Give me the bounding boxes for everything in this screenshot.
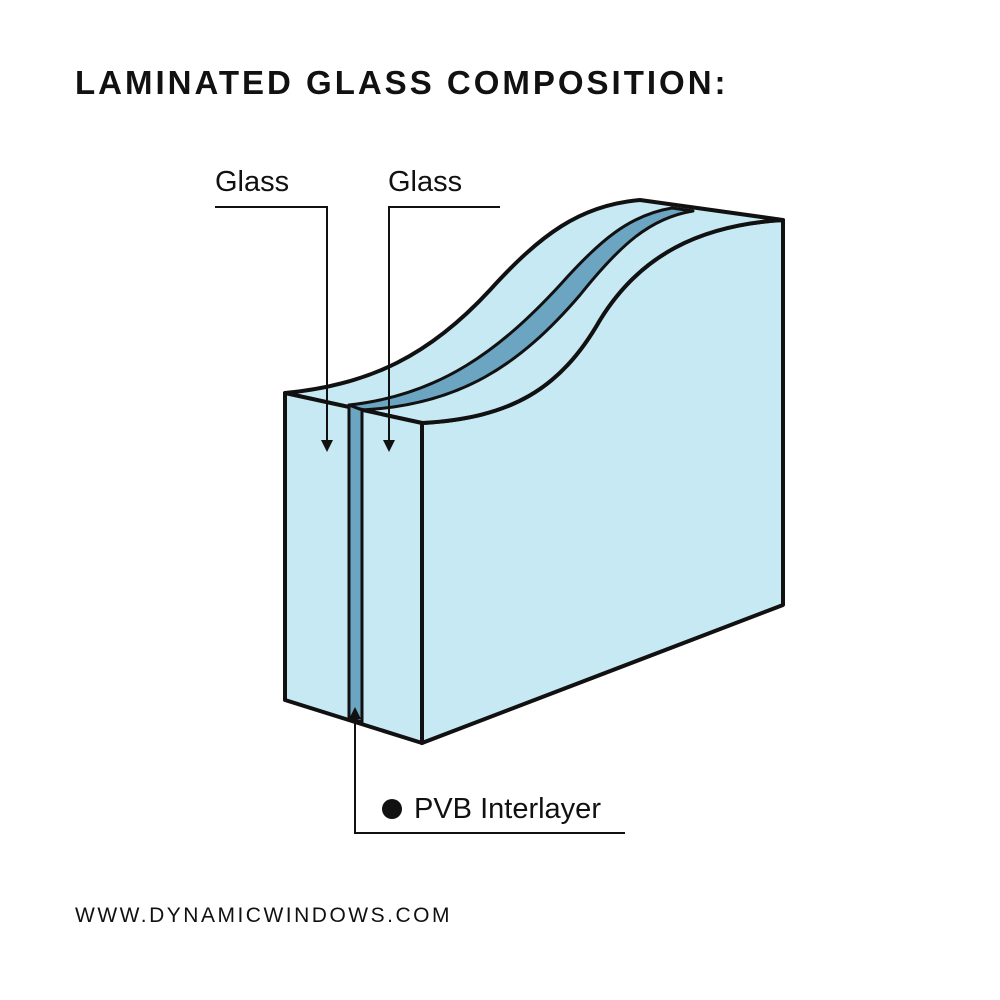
arrowhead-pvb (349, 707, 361, 719)
label-glass-left: Glass (215, 166, 290, 198)
arrowhead-glass-left (321, 440, 333, 452)
page-title: LAMINATED GLASS COMPOSITION: (75, 64, 729, 101)
label-glass-right: Glass (388, 166, 463, 198)
leader-line-glass-left (215, 206, 328, 442)
leader-line-pvb (354, 717, 625, 834)
pvb-interlayer-top (347, 206, 695, 412)
website-url: WWW.DYNAMICWINDOWS.COM (75, 904, 452, 927)
leader-line-glass-right (388, 206, 500, 442)
bullet-dot-icon (382, 799, 402, 819)
label-pvb-interlayer: PVB Interlayer (414, 793, 601, 825)
pvb-interlayer-front (347, 403, 364, 724)
arrowhead-glass-right (383, 440, 395, 452)
